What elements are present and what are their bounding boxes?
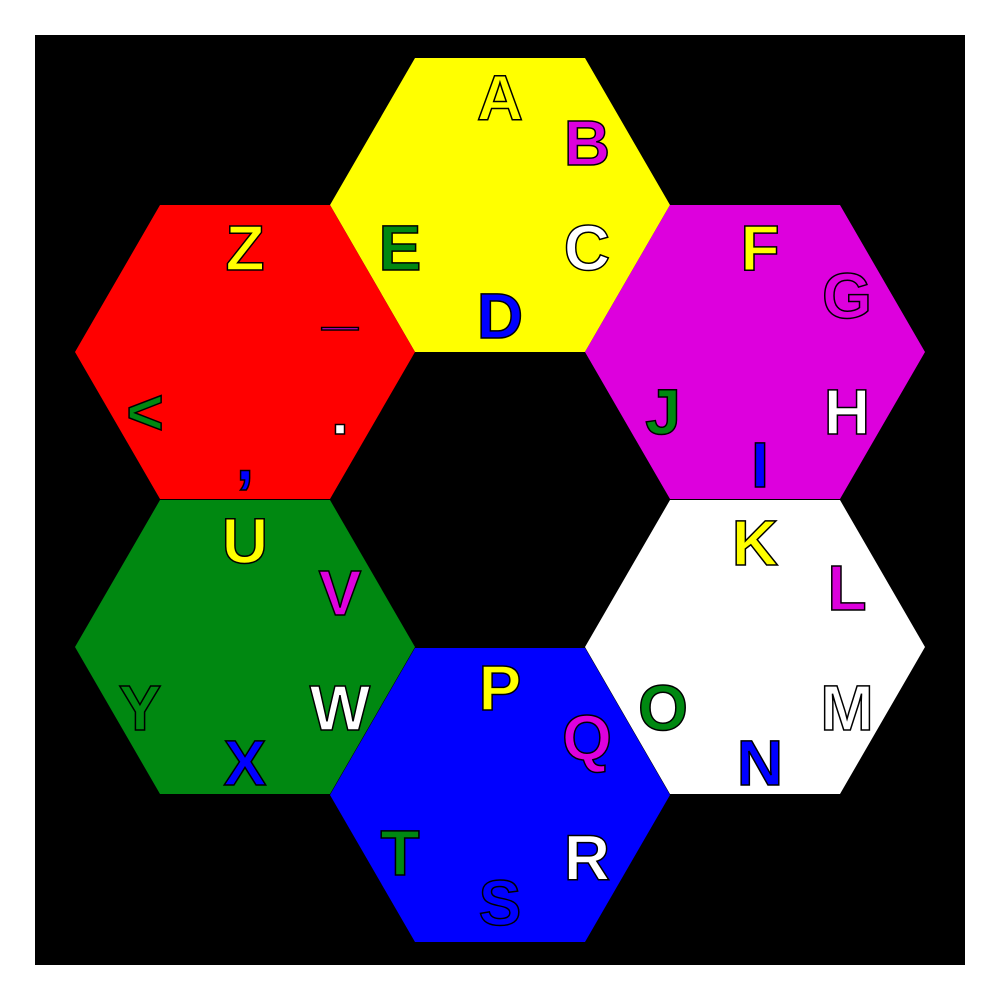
letter-white-0: K: [732, 507, 778, 579]
letter-blue-0: P: [479, 652, 522, 724]
letter-yellow-1: B: [564, 107, 610, 179]
letter-blue-1: Q: [562, 702, 612, 774]
letter-blue-4: T: [380, 817, 419, 889]
letter-blue-3: S: [479, 867, 522, 939]
letter-magenta-1: G: [822, 260, 872, 332]
letter-yellow-4: E: [379, 212, 422, 284]
hexagon-green: [75, 500, 415, 794]
letter-magenta-0: F: [740, 212, 779, 284]
hexagon-white: [585, 500, 925, 794]
letter-magenta-3: I: [751, 429, 769, 501]
letter-red-3: ,: [236, 422, 254, 494]
letter-blue-2: R: [564, 822, 610, 894]
hexagon-layer: [75, 58, 925, 942]
hexagon-blue: [330, 648, 670, 942]
letter-red-1: _: [321, 264, 359, 336]
hexagon-red: [75, 205, 415, 499]
letter-green-3: X: [224, 727, 267, 799]
letter-magenta-2: H: [824, 376, 870, 448]
letter-white-3: N: [737, 727, 783, 799]
letter-red-0: Z: [225, 212, 264, 284]
hexagon-magenta: [585, 205, 925, 499]
hexagon-yellow: [330, 58, 670, 352]
letter-green-2: W: [310, 672, 371, 744]
letter-white-1: L: [827, 552, 866, 624]
letter-magenta-4: J: [645, 376, 681, 448]
letter-red-4: <: [126, 376, 163, 448]
letter-green-1: V: [319, 557, 362, 629]
letter-white-2: M: [820, 672, 873, 744]
letter-yellow-2: C: [564, 212, 610, 284]
letter-red-2: .: [331, 376, 349, 448]
letter-yellow-0: A: [477, 62, 523, 134]
letter-green-4: Y: [119, 672, 162, 744]
letter-white-4: O: [638, 672, 688, 744]
letter-yellow-3: D: [477, 280, 523, 352]
letter-green-0: U: [222, 505, 268, 577]
